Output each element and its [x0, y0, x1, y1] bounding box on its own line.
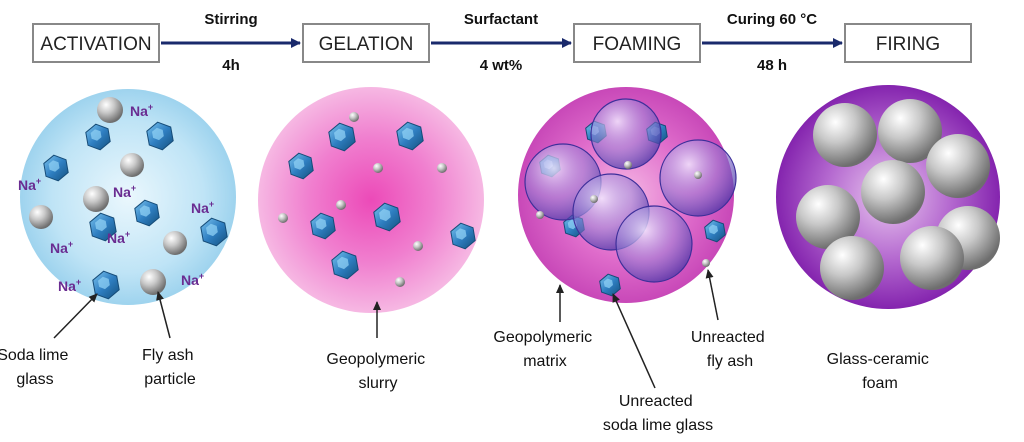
step-activation-label: ACTIVATION — [40, 34, 151, 55]
fly-ash-particle — [83, 186, 109, 212]
na-ion-label: Na+ — [50, 239, 73, 256]
soda-lime-glass-particle — [331, 250, 359, 280]
glass-ceramic-foam-cell — [878, 99, 942, 163]
firing-circle — [776, 85, 1000, 309]
callout-soda-lime-glass: Soda lime glass — [0, 347, 73, 388]
step-gelation: GELATION — [302, 23, 430, 63]
fly-ash-particle — [395, 277, 405, 287]
fly-ash-particle — [373, 163, 383, 173]
soda-lime-glass-particle — [396, 121, 424, 151]
soda-lime-glass-particle — [92, 270, 120, 300]
soda-lime-glass-particle — [134, 199, 160, 227]
unreacted-soda-lime-glass-particle — [704, 219, 726, 243]
fly-ash-particle — [29, 205, 53, 229]
transition-1-bottom: 4h — [222, 57, 240, 74]
step-gelation-label: GELATION — [319, 34, 414, 55]
step-firing: FIRING — [844, 23, 972, 63]
fly-ash-particle — [140, 269, 166, 295]
soda-lime-glass-particle — [43, 154, 69, 182]
callout-unreacted-fly-ash: Unreacted fly ash — [691, 329, 769, 370]
soda-lime-glass-particle — [288, 152, 314, 180]
glass-ceramic-foam-cell — [861, 160, 925, 224]
na-ion-label: Na+ — [130, 102, 153, 119]
soda-lime-glass-particle — [85, 123, 111, 151]
unreacted-fly-ash-particle — [702, 259, 710, 267]
unreacted-fly-ash-particle — [694, 171, 702, 179]
fly-ash-particle — [336, 200, 346, 210]
callout-line-fly-ash-particle — [156, 291, 171, 339]
transition-3-bottom: 48 h — [757, 57, 787, 74]
soda-lime-glass-particle — [146, 121, 174, 151]
soda-lime-glass-particle — [450, 222, 476, 250]
glass-ceramic-foam-cell — [796, 185, 860, 249]
na-ion-label: Na+ — [18, 176, 41, 193]
na-ion-label: Na+ — [107, 229, 130, 246]
step-firing-label: FIRING — [876, 34, 940, 55]
step-activation: ACTIVATION — [32, 23, 160, 63]
fly-ash-particle — [437, 163, 447, 173]
soda-lime-glass-particle — [328, 122, 356, 152]
gelation-circle — [258, 87, 484, 313]
callout-line-unreacted-soda-lime-glass — [612, 293, 656, 389]
transition-2: Surfactant 4 wt% — [431, 11, 572, 74]
callout-unreacted-soda-lime-glass: Unreacted soda lime glass — [603, 393, 713, 434]
fly-ash-particle — [278, 213, 288, 223]
transition-1-top: Stirring — [204, 11, 257, 28]
transition-2-top: Surfactant — [464, 11, 538, 28]
callout-geopolymeric-matrix: Geopolymeric matrix — [493, 329, 596, 370]
fly-ash-particle — [349, 112, 359, 122]
foam-bubble — [615, 205, 693, 283]
na-ion-label: Na+ — [191, 199, 214, 216]
fly-ash-particle — [120, 153, 144, 177]
glass-ceramic-foam-cell — [926, 134, 990, 198]
transition-3: Curing 60 °C 48 h — [702, 11, 843, 74]
fly-ash-particle — [413, 241, 423, 251]
callout-glass-ceramic-foam: Glass-ceramic foam — [827, 351, 934, 392]
callout-lines — [53, 269, 719, 389]
transition-1: Stirring 4h — [161, 11, 301, 74]
unreacted-soda-lime-glass-particle — [599, 273, 621, 297]
transition-2-bottom: 4 wt% — [480, 57, 523, 74]
callout-fly-ash-particle: Fly ash particle — [142, 347, 198, 388]
soda-lime-glass-particle — [310, 212, 336, 240]
soda-lime-glass-particle — [200, 217, 228, 247]
soda-lime-glass-particle — [89, 212, 117, 242]
na-ion-label: Na+ — [58, 277, 81, 294]
callout-line-unreacted-fly-ash — [705, 269, 719, 321]
glass-ceramic-foam-cell — [813, 103, 877, 167]
callout-geopolymeric-slurry: Geopolymeric slurry — [326, 351, 429, 392]
soda-lime-glass-particle — [373, 202, 401, 232]
unreacted-fly-ash-particle — [590, 195, 598, 203]
na-ion-label: Na+ — [181, 271, 204, 288]
foam-bubble — [590, 98, 662, 170]
na-ion-label: Na+ — [113, 183, 136, 200]
fly-ash-particle — [97, 97, 123, 123]
glass-ceramic-foam-cell — [820, 236, 884, 300]
callout-line-soda-lime-glass — [53, 293, 98, 339]
step-foaming: FOAMING — [573, 23, 701, 63]
glass-ceramic-foam-cell — [900, 226, 964, 290]
transition-3-top: Curing 60 °C — [727, 11, 817, 28]
unreacted-fly-ash-particle — [624, 161, 632, 169]
foaming-circle — [518, 87, 737, 303]
step-foaming-label: FOAMING — [593, 34, 682, 55]
activation-circle: Na+ Na+ Na+ Na+ Na+ Na+ Na+ Na+ — [18, 89, 236, 305]
unreacted-fly-ash-particle — [536, 211, 544, 219]
fly-ash-particle — [163, 231, 187, 255]
